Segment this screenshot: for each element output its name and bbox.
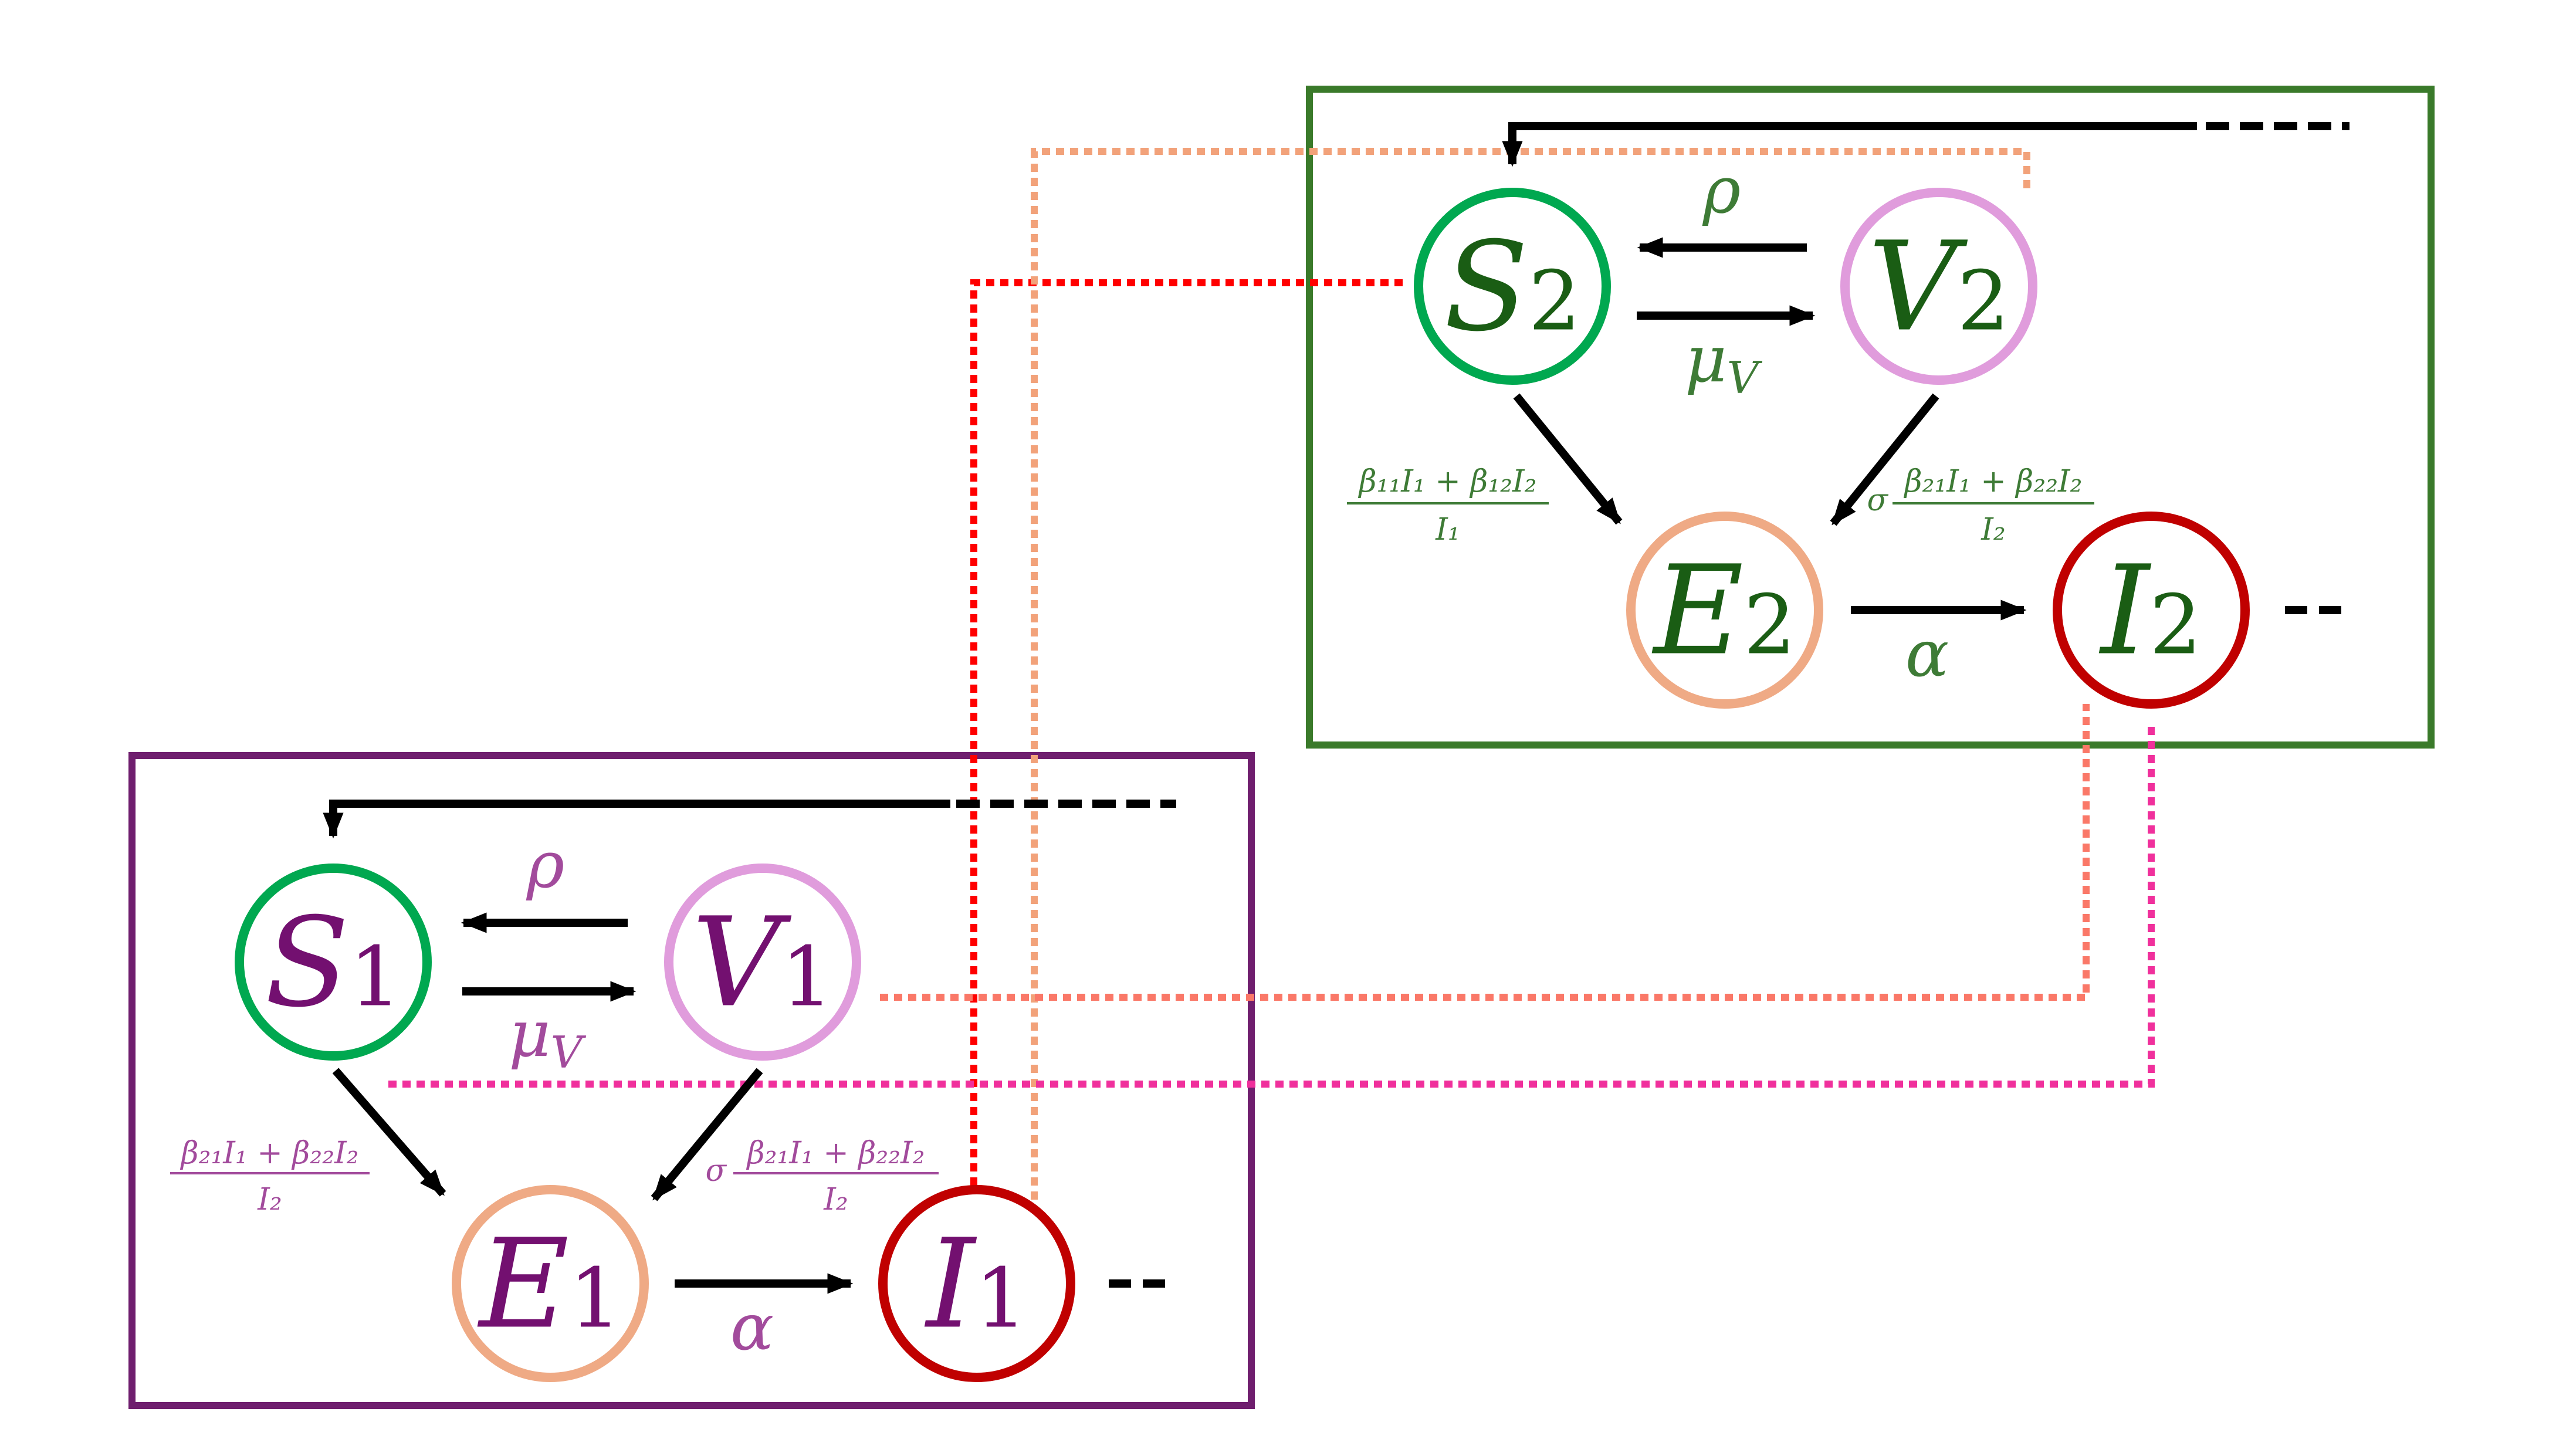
- node-e1-sub: 1: [569, 1251, 621, 1347]
- node-i1: I1: [878, 1185, 1075, 1382]
- node-i2: I2: [2053, 512, 2250, 709]
- fraction-s2-e2-num: β₁₁I₁ + β₁₂I₂: [1358, 464, 1537, 499]
- arrow-feedback-s2: [1502, 122, 2197, 167]
- node-v1: V1: [664, 864, 861, 1061]
- svg-text:V2: V2: [1868, 215, 2010, 359]
- label-mu-1-sub: V: [551, 1027, 587, 1078]
- fraction-v2-e2-den: I₂: [1981, 512, 2005, 547]
- fraction-s1-e1-den: I₂: [257, 1182, 282, 1217]
- fraction-v2-e2: σ β₂₁I₁ + β₂₂I₂ I₂: [1867, 464, 2094, 547]
- node-s1: S1: [235, 864, 432, 1061]
- node-e1: E1: [452, 1185, 649, 1382]
- svg-text:I1: I1: [924, 1213, 1027, 1356]
- node-s2-letter: S: [1444, 215, 1529, 359]
- node-i2-sub: 2: [2149, 578, 2202, 673]
- label-alpha-2: α: [1905, 616, 1949, 691]
- fraction-s1-e1: β₂₁I₁ + β₂₂I₂ I₂: [170, 1136, 370, 1217]
- node-v1-letter: V: [692, 891, 792, 1035]
- svg-text:E2: E2: [1651, 539, 1796, 683]
- fraction-s2-e2-den: I₁: [1435, 512, 1460, 547]
- label-mu-1-main: μ: [509, 996, 551, 1071]
- node-s2-sub: 2: [1528, 254, 1580, 350]
- node-i1-sub: 1: [975, 1251, 1027, 1347]
- node-e1-letter: E: [477, 1213, 569, 1356]
- arrow-s2-to-e2: [1513, 393, 1623, 525]
- arrow-s1-to-e1: [332, 1068, 446, 1197]
- coupling-line-red: [970, 279, 1408, 1200]
- label-rho-1: ρ: [526, 827, 565, 902]
- fraction-v1-e1: σ β₂₁I₁ + β₂₂I₂ I₂: [706, 1136, 939, 1217]
- node-s1-letter: S: [265, 891, 350, 1035]
- node-e2-letter: E: [1651, 539, 1744, 683]
- node-e2: E2: [1626, 512, 1823, 709]
- sigma-v1-e1: σ: [706, 1153, 727, 1188]
- node-i2-letter: I: [2098, 539, 2152, 683]
- label-mu-2: μV: [1685, 321, 1763, 404]
- node-e2-sub: 2: [1744, 578, 1796, 673]
- arrow-v2-to-e2: [1830, 393, 1939, 526]
- arrow-v1-to-e1: [651, 1068, 763, 1201]
- node-v2-sub: 2: [1957, 254, 2009, 350]
- label-rho-2: ρ: [1702, 153, 1741, 228]
- node-s2: S2: [1414, 188, 1611, 385]
- fraction-v1-e1-den: I₂: [823, 1182, 848, 1217]
- svg-text:S2: S2: [1444, 215, 1581, 359]
- patch-2-box: [1306, 86, 2435, 749]
- coupling-line-orange: [1031, 148, 2030, 1200]
- coupling-line-pink: [388, 722, 2155, 1088]
- fraction-v1-e1-num: β₂₁I₁ + β₂₂I₂: [746, 1136, 925, 1171]
- node-v2: V2: [1840, 188, 2037, 385]
- svg-text:V1: V1: [692, 891, 834, 1035]
- fraction-s1-e1-num: β₂₁I₁ + β₂₂I₂: [180, 1136, 359, 1171]
- svg-text:I2: I2: [2098, 539, 2202, 683]
- node-s1-sub: 1: [349, 930, 401, 1025]
- svg-text:E1: E1: [477, 1213, 621, 1356]
- label-mu-1: μV: [509, 996, 587, 1078]
- svg-text:S1: S1: [265, 891, 402, 1035]
- coupling-line-salmon: [880, 704, 2090, 1001]
- fraction-s2-e2: β₁₁I₁ + β₁₂I₂ I₁: [1347, 464, 1549, 547]
- arrow-feedback-s1: [323, 800, 950, 839]
- label-mu-2-sub: V: [1727, 352, 1763, 404]
- label-alpha-1: α: [730, 1289, 774, 1364]
- fraction-v2-e2-num: β₂₁I₁ + β₂₂I₂: [1904, 464, 2083, 499]
- node-v1-sub: 1: [781, 930, 833, 1025]
- node-i1-letter: I: [924, 1213, 977, 1356]
- label-mu-2-main: μ: [1685, 321, 1727, 397]
- node-v2-letter: V: [1868, 215, 1968, 359]
- sigma-v2-e2: σ: [1867, 483, 1889, 518]
